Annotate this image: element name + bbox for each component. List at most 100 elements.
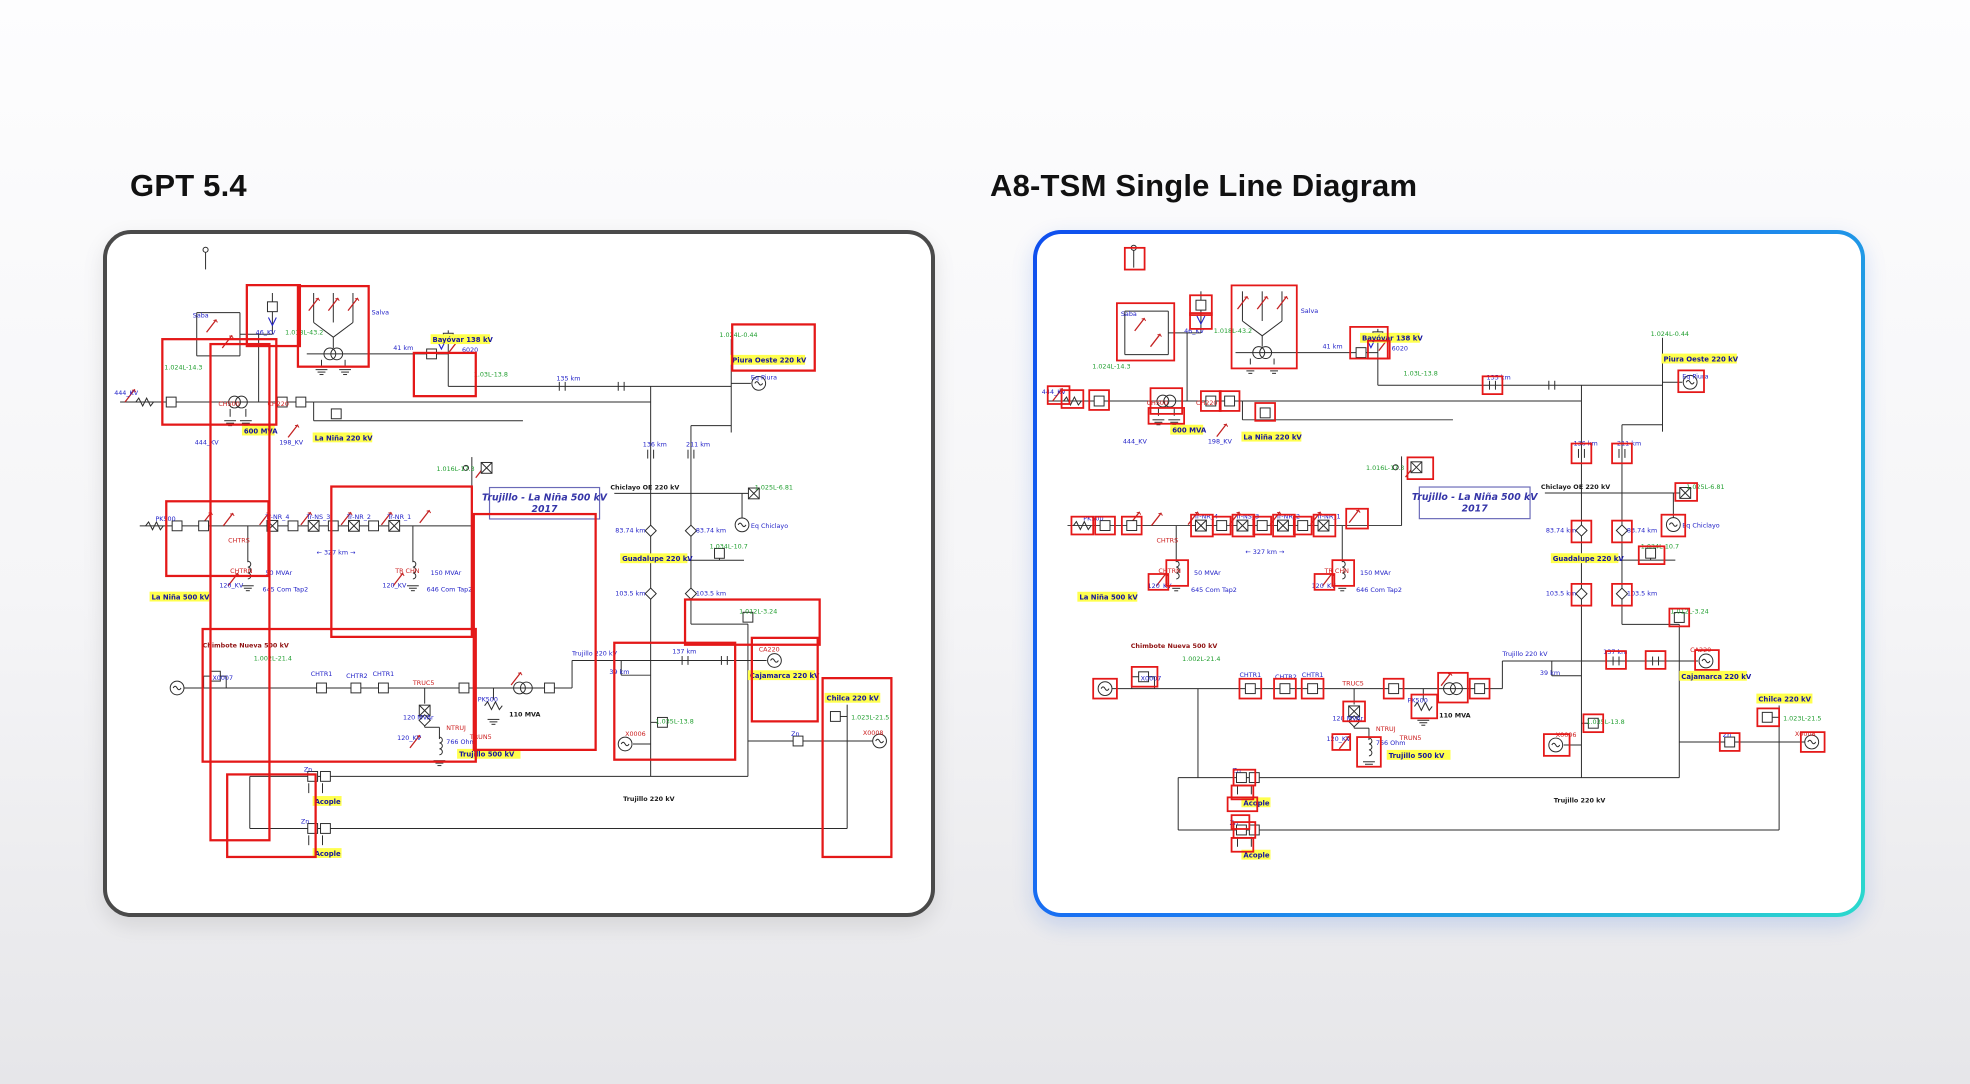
svg-text:110 MVA: 110 MVA — [509, 710, 540, 718]
svg-text:Bayóvar 138 kV: Bayóvar 138 kV — [433, 336, 494, 344]
svg-text:Cajamarca 220 kV: Cajamarca 220 kV — [1681, 673, 1752, 681]
detection-box — [1382, 677, 1405, 700]
svg-text:110 MVA: 110 MVA — [1439, 711, 1470, 719]
detection-box — [1200, 390, 1222, 412]
svg-text:CHTR1: CHTR1 — [311, 670, 333, 678]
bus-label-highlight — [312, 796, 342, 806]
single-line-diagram-svg: Trujillo - La Niña 500 kV2017Saba46_KV1.… — [1042, 244, 1826, 860]
svg-text:50 MVAr: 50 MVAr — [266, 569, 293, 577]
svg-text:103.5 km: 103.5 km — [615, 590, 645, 598]
svg-text:137 km: 137 km — [1603, 648, 1627, 656]
detection-box — [1120, 515, 1143, 536]
svg-text:1.016L-17.3: 1.016L-17.3 — [436, 465, 474, 473]
svg-text:CHTRN: CHTRN — [230, 567, 253, 575]
detection-box — [1611, 519, 1633, 544]
svg-text:1.012L-3.24: 1.012L-3.24 — [739, 607, 777, 615]
svg-text:120_KV: 120_KV — [1148, 582, 1173, 590]
svg-text:211 km: 211 km — [686, 440, 710, 448]
svg-text:Trujillo 220 kV: Trujillo 220 kV — [1554, 796, 1606, 804]
svg-text:La Niña 220 kV: La Niña 220 kV — [1243, 434, 1302, 442]
detection-box — [1252, 515, 1272, 536]
svg-text:TRUC5: TRUC5 — [412, 679, 435, 687]
svg-text:CA220: CA220 — [759, 646, 780, 654]
svg-text:600 MVA: 600 MVA — [244, 427, 278, 435]
svg-text:Saba: Saba — [1121, 310, 1137, 318]
svg-text:Eq Chiclayo: Eq Chiclayo — [1682, 522, 1719, 530]
detection-box — [1542, 733, 1571, 757]
detection-box — [1147, 407, 1186, 425]
detection-box — [1123, 246, 1146, 271]
detection-box — [209, 342, 271, 842]
svg-text:6020: 6020 — [1392, 345, 1408, 353]
detection-box — [1605, 650, 1627, 670]
svg-text:Zn: Zn — [301, 818, 309, 826]
detection-box — [412, 351, 477, 398]
svg-text:Saba: Saba — [193, 312, 209, 320]
svg-text:Trujillo 500 kV: Trujillo 500 kV — [459, 751, 515, 759]
svg-text:1.024L-0.44: 1.024L-0.44 — [719, 331, 757, 339]
detection-box — [1116, 302, 1176, 362]
svg-text:CH500: CH500 — [1147, 399, 1169, 407]
detection-box — [1300, 677, 1325, 700]
detection-box — [731, 323, 816, 372]
svg-text:Cajamarca 220 kV: Cajamarca 220 kV — [750, 672, 820, 680]
svg-text:645 Com Tap2: 645 Com Tap2 — [1191, 586, 1237, 594]
bus-label-highlight — [312, 432, 373, 443]
svg-text:X0008: X0008 — [1795, 730, 1816, 738]
svg-text:83.74 km: 83.74 km — [696, 527, 726, 535]
svg-text:Trujillo 220 kV: Trujillo 220 kV — [1501, 650, 1548, 658]
svg-text:← 327 km →: ← 327 km → — [317, 548, 356, 556]
svg-text:Chiclayo OE 220 kV: Chiclayo OE 220 kV — [610, 483, 679, 491]
bus-label-highlight — [1241, 797, 1271, 808]
svg-text:La Niña 220 kV: La Niña 220 kV — [315, 434, 374, 442]
detection-box — [1342, 700, 1366, 723]
svg-text:Chiclayo OE 220 kV: Chiclayo OE 220 kV — [1541, 483, 1610, 491]
left-panel-title: GPT 5.4 — [130, 168, 247, 203]
detection-box — [1273, 677, 1297, 700]
svg-text:646 Com Tap2: 646 Com Tap2 — [1356, 586, 1402, 594]
svg-text:103.5 km: 103.5 km — [1546, 590, 1576, 598]
svg-text:Trujillo - La Niña 500 kV: Trujillo - La Niña 500 kV — [1412, 492, 1538, 503]
detection-box — [1468, 677, 1491, 700]
bus-label-highlight — [1241, 431, 1302, 442]
svg-text:Chilca 220 kV: Chilca 220 kV — [827, 695, 880, 703]
svg-text:La Niña 500 kV: La Niña 500 kV — [1079, 594, 1138, 602]
bus-label-highlight — [1550, 553, 1619, 564]
svg-text:103.5 km: 103.5 km — [696, 590, 726, 598]
detection-box — [1313, 573, 1336, 591]
bus-label-highlight — [1679, 670, 1747, 681]
svg-text:120_KV: 120_KV — [1312, 582, 1337, 590]
svg-text:Guadalupe 220 kV: Guadalupe 220 kV — [622, 555, 693, 563]
svg-text:137 km: 137 km — [672, 648, 696, 656]
detection-box — [1674, 482, 1698, 502]
svg-text:CH220: CH220 — [1196, 399, 1218, 407]
detection-box — [1660, 513, 1687, 538]
svg-text:444_KV: 444_KV — [1042, 388, 1067, 396]
detection-box — [226, 773, 317, 859]
svg-text:TR CHN: TR CHN — [1323, 567, 1349, 575]
svg-text:CHTR2: CHTR2 — [1275, 673, 1297, 681]
detection-box — [1254, 402, 1276, 422]
svg-text:1.002L-21.4: 1.002L-21.4 — [254, 654, 292, 662]
svg-text:Zn: Zn — [1233, 767, 1241, 775]
svg-text:1.03L-13.8: 1.03L-13.8 — [474, 371, 508, 379]
svg-text:Zn: Zn — [304, 765, 312, 773]
svg-text:766 Ohm: 766 Ohm — [1376, 739, 1406, 747]
svg-text:83.74 km: 83.74 km — [615, 527, 645, 535]
svg-text:39 km: 39 km — [1540, 669, 1560, 677]
detection-box — [1218, 390, 1241, 412]
detection-box — [1345, 507, 1369, 530]
detection-box — [1694, 649, 1720, 671]
detection-box — [683, 598, 821, 646]
detection-box — [1165, 559, 1189, 587]
svg-text:600 MVA: 600 MVA — [1172, 427, 1207, 435]
bus-label-highlight — [241, 425, 275, 436]
detection-box — [1570, 582, 1593, 607]
svg-text:1.034L-10.7: 1.034L-10.7 — [710, 542, 748, 550]
detection-box — [1570, 442, 1593, 465]
svg-text:1.035L-13.8: 1.035L-13.8 — [1586, 718, 1624, 726]
svg-text:120_KV: 120_KV — [1326, 735, 1351, 743]
detection-box — [1238, 677, 1263, 700]
bus-label-highlight — [312, 848, 342, 858]
